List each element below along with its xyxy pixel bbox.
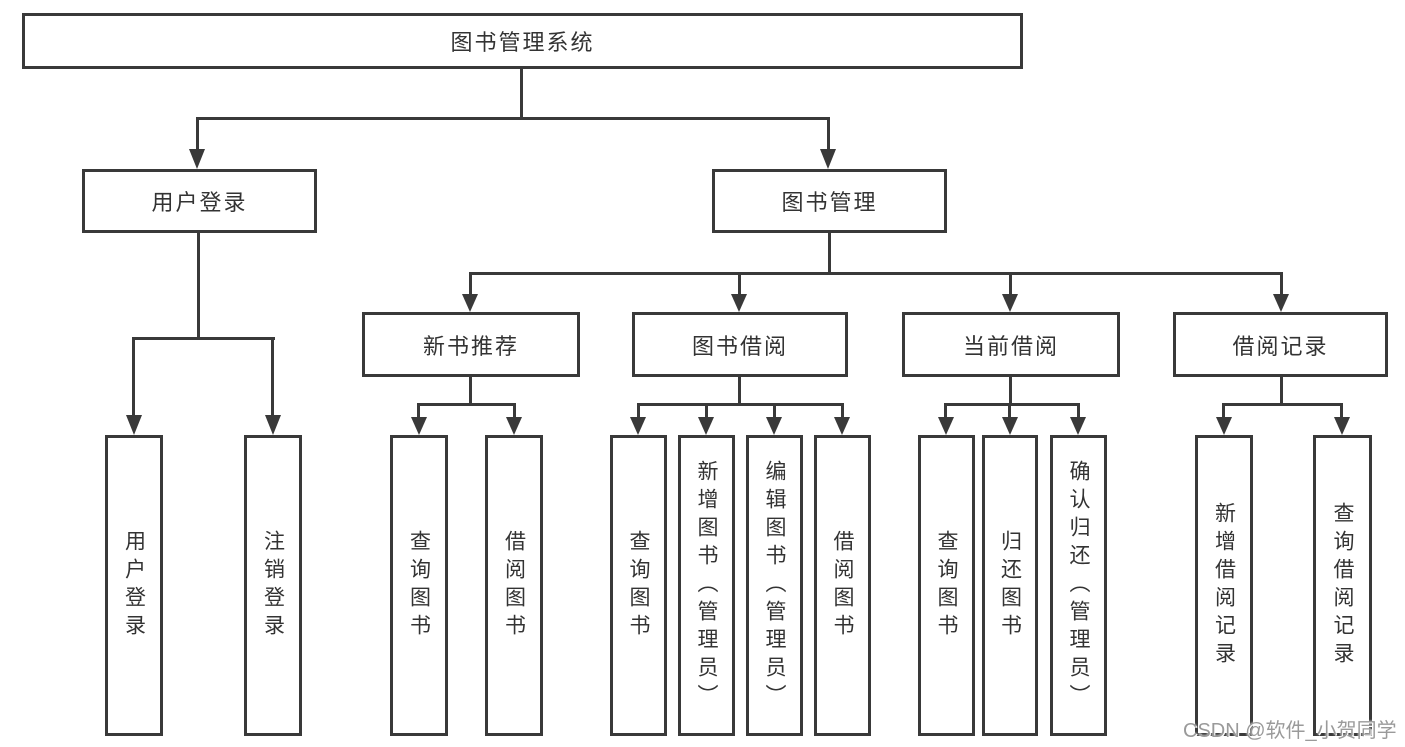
connector-drop-user-login [196, 117, 199, 151]
leaf-add-borrow-record-label: 新增借阅记录 [1212, 501, 1236, 670]
leaf-query-borrow-record: 查询借阅记录 [1313, 435, 1372, 736]
leaf-borrow-books-1-label: 借阅图书 [502, 529, 526, 642]
connector-user-login-bar [132, 337, 275, 340]
arrowhead-book-mgmt [820, 149, 836, 169]
node-borrow-records: 借阅记录 [1173, 312, 1388, 377]
connector-drop-leaf [1008, 403, 1011, 421]
connector-drop-leaf [417, 403, 420, 421]
connector-borrow-records-stem [1280, 377, 1283, 406]
leaf-query-borrow-record-label: 查询借阅记录 [1331, 501, 1355, 670]
connector-drop-leaf [773, 403, 776, 421]
leaf-add-books-admin: 新增图书（管理员） [678, 435, 735, 736]
node-book-borrow: 图书借阅 [632, 312, 848, 377]
connector-drop-book-mgmt [827, 117, 830, 151]
leaf-borrow-books-2-label: 借阅图书 [831, 529, 855, 642]
leaf-borrow-books-1: 借阅图书 [485, 435, 543, 736]
connector-drop-leaf [944, 403, 947, 421]
arrowhead-user-login [189, 149, 205, 169]
leaf-confirm-return-admin: 确认归还（管理员） [1050, 435, 1107, 736]
connector-current-borrow-bar [944, 403, 1080, 406]
connector-drop-leaf [637, 403, 640, 421]
connector-drop-new-book [469, 272, 472, 296]
leaf-logout: 注销登录 [244, 435, 302, 736]
leaf-user-login-label: 用户登录 [122, 529, 146, 642]
arrowhead-book-borrow [731, 294, 747, 312]
connector-level3-bar [469, 272, 1283, 275]
leaf-query-books-2: 查询图书 [610, 435, 667, 736]
leaf-add-borrow-record: 新增借阅记录 [1195, 435, 1253, 736]
connector-new-book-bar [417, 403, 516, 406]
connector-drop-leaf [1340, 403, 1343, 421]
arrowhead-leaf [766, 417, 782, 435]
node-borrow-records-label: 借阅记录 [1232, 333, 1329, 359]
arrowhead-leaf [630, 417, 646, 435]
connector-drop-leaf [1077, 403, 1080, 421]
arrowhead-leaf [1070, 417, 1086, 435]
leaf-user-login: 用户登录 [105, 435, 163, 736]
connector-drop-leaf-login [132, 337, 135, 417]
node-current-borrow: 当前借阅 [902, 312, 1120, 377]
leaf-query-books-1-label: 查询图书 [407, 529, 431, 642]
node-new-book-recommend: 新书推荐 [362, 312, 580, 377]
arrowhead-borrow-records [1273, 294, 1289, 312]
node-root-system: 图书管理系统 [22, 13, 1023, 69]
node-new-book-recommend-label: 新书推荐 [422, 333, 519, 359]
connector-drop-book-borrow [738, 272, 741, 296]
arrowhead-leaf [411, 417, 427, 435]
connector-drop-leaf [841, 403, 844, 421]
connector-drop-leaf [705, 403, 708, 421]
connector-drop-leaf-logout [271, 337, 274, 417]
node-book-management-label: 图书管理 [781, 190, 878, 215]
leaf-edit-books-admin: 编辑图书（管理员） [746, 435, 803, 736]
connector-user-login-stem [197, 233, 200, 337]
leaf-query-books-3-label: 查询图书 [935, 529, 959, 642]
connector-drop-leaf [1222, 403, 1225, 421]
connector-level2-bar [196, 117, 830, 120]
connector-drop-borrow-records [1280, 272, 1283, 296]
leaf-add-books-admin-label: 新增图书（管理员） [695, 459, 719, 712]
node-user-login-label: 用户登录 [151, 190, 248, 215]
connector-borrow-records-bar [1222, 403, 1343, 406]
leaf-query-books-3: 查询图书 [918, 435, 975, 736]
connector-drop-current-borrow [1009, 272, 1012, 296]
arrowhead-leaf [1334, 417, 1350, 435]
csdn-watermark: CSDN @软件_小贺同学 [1183, 720, 1397, 742]
arrowhead-leaf-logout [265, 415, 281, 435]
leaf-borrow-books-2: 借阅图书 [814, 435, 871, 736]
arrowhead-leaf [698, 417, 714, 435]
leaf-query-books-2-label: 查询图书 [627, 529, 651, 642]
arrowhead-leaf-login [126, 415, 142, 435]
connector-current-borrow-stem [1009, 377, 1012, 406]
arrowhead-leaf [834, 417, 850, 435]
arrowhead-new-book [462, 294, 478, 312]
node-root-label: 图书管理系统 [450, 30, 595, 55]
leaf-return-books-label: 归还图书 [998, 529, 1022, 642]
arrowhead-leaf [506, 417, 522, 435]
leaf-return-books: 归还图书 [982, 435, 1038, 736]
arrowhead-leaf [1002, 417, 1018, 435]
connector-drop-leaf [513, 403, 516, 421]
arrowhead-current-borrow [1002, 294, 1018, 312]
connector-new-book-stem [469, 377, 472, 406]
leaf-confirm-return-admin-label: 确认归还（管理员） [1067, 459, 1091, 712]
leaf-edit-books-admin-label: 编辑图书（管理员） [763, 459, 787, 712]
arrowhead-leaf [1216, 417, 1232, 435]
leaf-query-books-1: 查询图书 [390, 435, 448, 736]
node-book-borrow-label: 图书借阅 [691, 333, 788, 359]
arrowhead-leaf [938, 417, 954, 435]
leaf-logout-label: 注销登录 [261, 529, 285, 642]
node-user-login: 用户登录 [82, 169, 317, 233]
connector-root-stem [520, 68, 523, 120]
node-current-borrow-label: 当前借阅 [962, 333, 1059, 359]
connector-book-borrow-bar [637, 403, 844, 406]
connector-book-borrow-stem [738, 377, 741, 406]
node-book-management: 图书管理 [712, 169, 947, 233]
connector-book-mgmt-stem [828, 233, 831, 272]
